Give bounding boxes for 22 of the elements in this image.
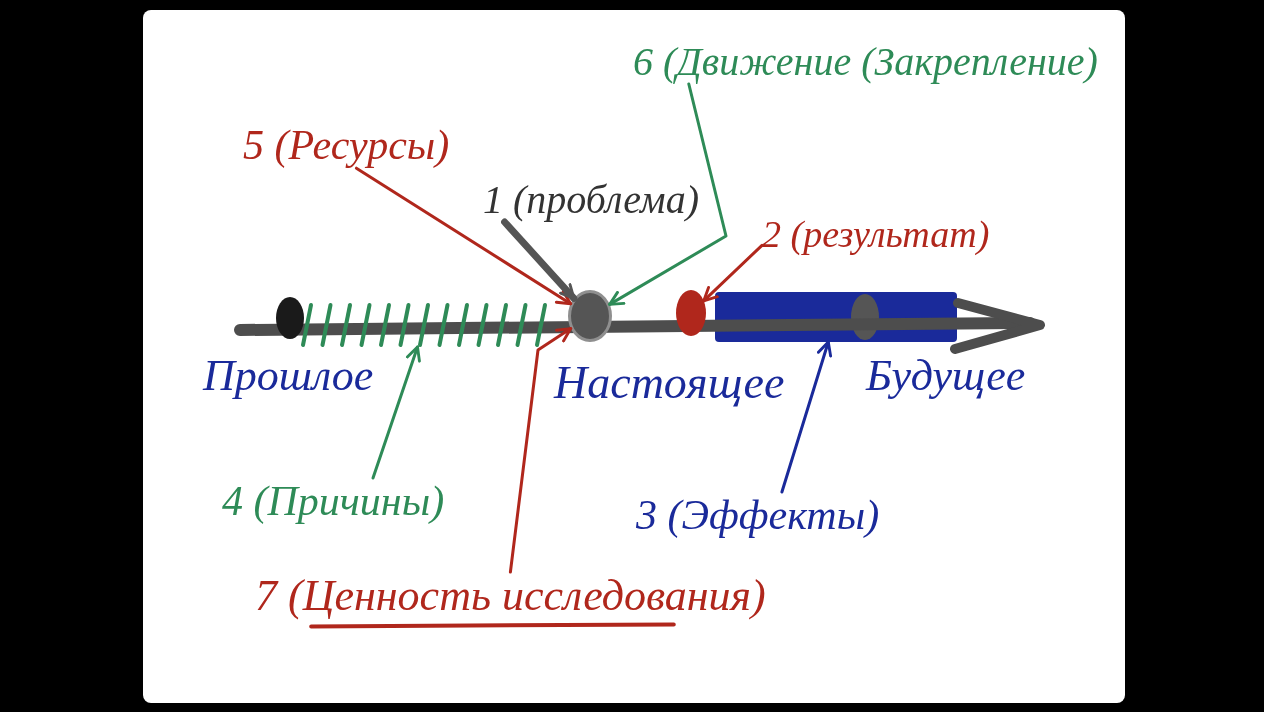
leader-arrow <box>608 82 728 306</box>
annotation-label: 4 (Причины) <box>222 478 445 525</box>
leader-arrow <box>501 218 578 302</box>
leader-arrow <box>371 345 421 480</box>
leader-arrow <box>780 340 833 494</box>
timeline-dot <box>851 294 879 340</box>
annotation-label: 1 (проблема) <box>483 178 699 222</box>
annotation-label: 6 (Движение (Закрепление) <box>633 40 1098 84</box>
annotation-label: 5 (Ресурсы) <box>243 122 450 169</box>
annotation-label: 3 (Эффекты) <box>636 492 880 539</box>
timeline-label: Будущее <box>866 352 1026 401</box>
timeline-label: Настоящее <box>554 358 785 409</box>
leader-arrow <box>354 166 573 306</box>
leader-arrow <box>508 327 573 574</box>
annotation-label: 2 (результат) <box>762 214 990 256</box>
leader-arrow <box>702 243 764 303</box>
timeline-dot <box>676 290 706 336</box>
timeline-dot <box>276 297 304 339</box>
timeline-circle <box>568 290 612 342</box>
hatched-segment <box>300 303 550 347</box>
annotation-label: 7 (Ценность исследования) <box>255 572 766 621</box>
timeline-label: Прошлое <box>203 352 374 401</box>
